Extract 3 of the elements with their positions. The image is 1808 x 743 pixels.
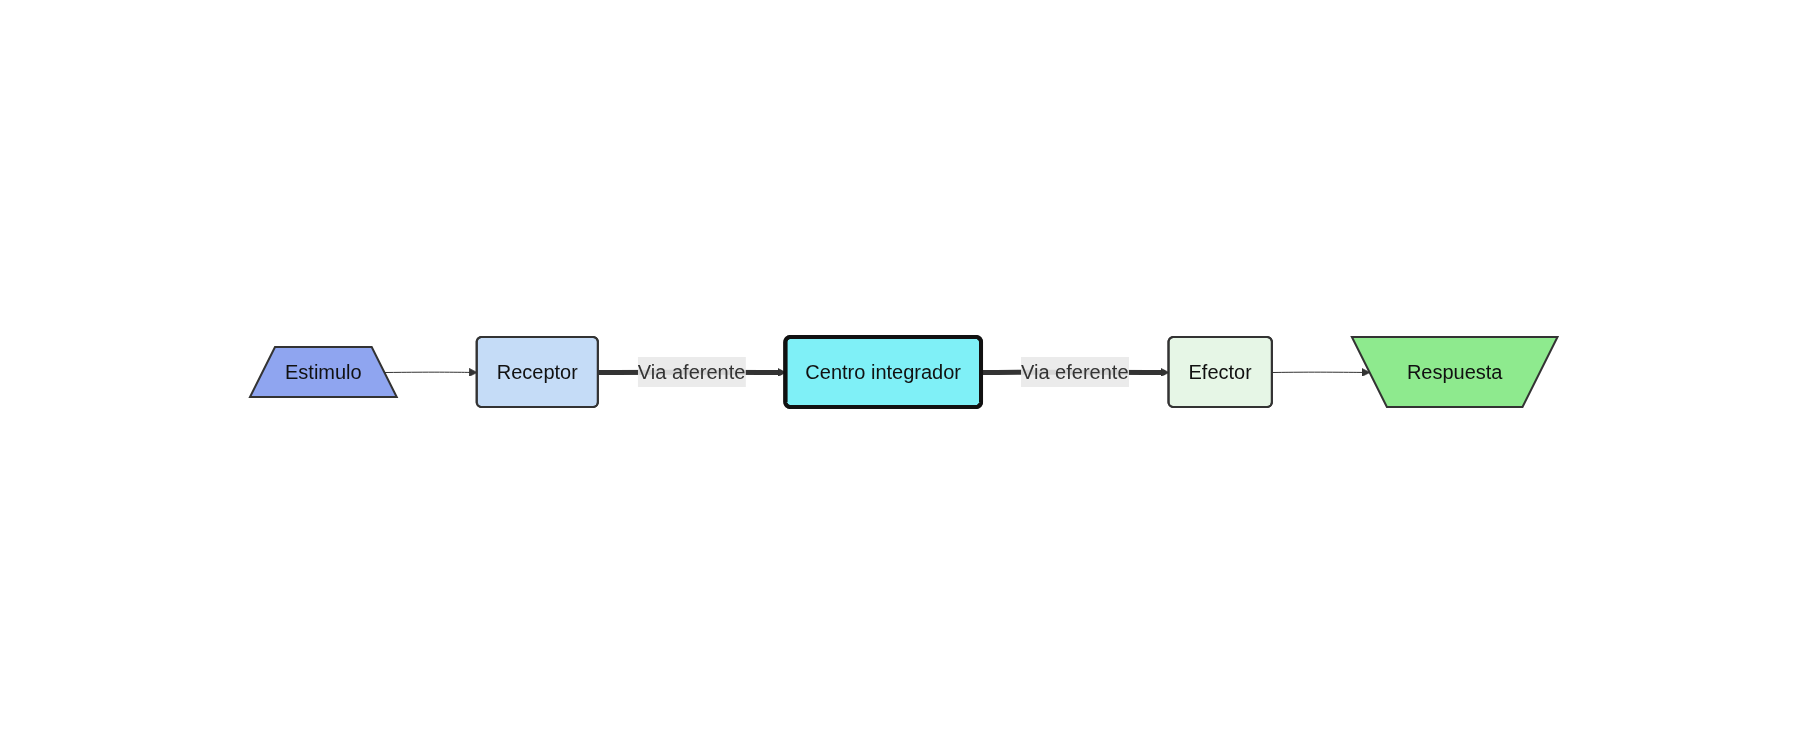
arrow xyxy=(1272,367,1371,377)
edge-label: Via eferente xyxy=(1021,360,1129,383)
edge-label: Via aferente xyxy=(638,360,746,383)
